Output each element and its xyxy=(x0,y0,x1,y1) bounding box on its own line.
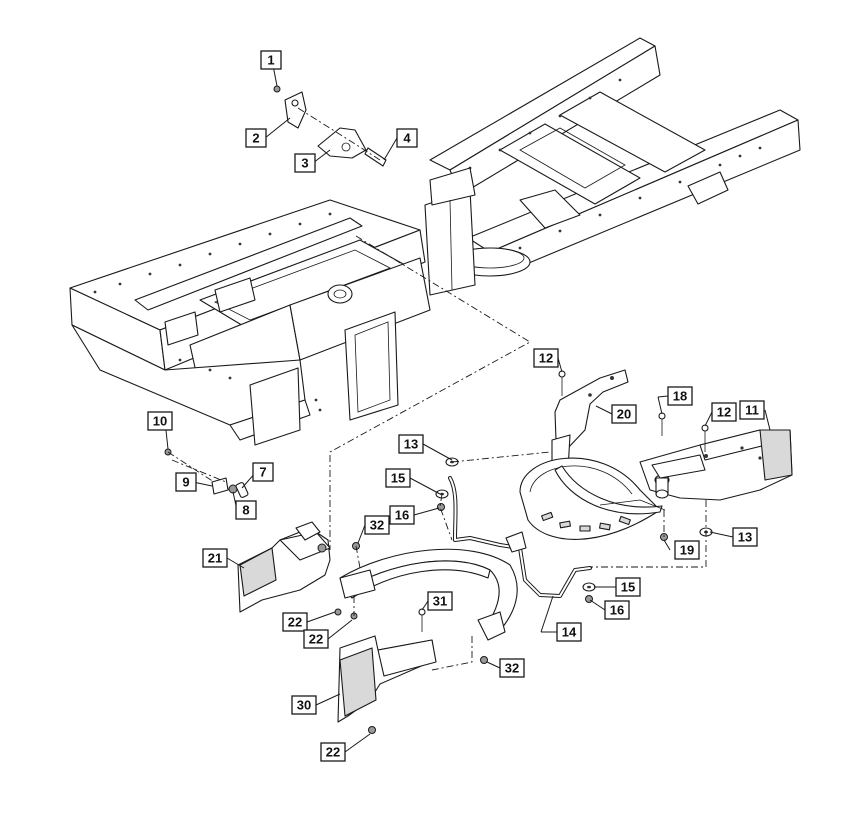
svg-text:13: 13 xyxy=(738,530,752,545)
callout-7: 7 xyxy=(252,462,274,482)
svg-text:15: 15 xyxy=(621,580,635,595)
callouts: 1 2 3 4 7 8 9 10 11 12 12 13 13 14 15 15 xyxy=(147,50,771,762)
callout-30: 30 xyxy=(291,695,317,715)
svg-text:11: 11 xyxy=(745,403,759,418)
svg-text:10: 10 xyxy=(153,414,167,429)
svg-text:9: 9 xyxy=(182,475,189,490)
callout-9: 9 xyxy=(175,472,197,492)
callout-3: 3 xyxy=(294,153,316,173)
callout-10: 10 xyxy=(147,411,173,431)
svg-text:2: 2 xyxy=(252,131,259,146)
svg-text:22: 22 xyxy=(326,745,340,760)
svg-text:16: 16 xyxy=(395,508,409,523)
curved-guard xyxy=(339,548,518,641)
callout-8: 8 xyxy=(235,500,257,520)
callout-22-c: 22 xyxy=(320,742,346,762)
callout-19: 19 xyxy=(674,540,700,560)
svg-text:16: 16 xyxy=(610,603,624,618)
svg-text:20: 20 xyxy=(617,407,631,422)
svg-text:8: 8 xyxy=(242,503,249,518)
callout-21: 21 xyxy=(202,548,228,568)
callout-12-right: 12 xyxy=(711,402,737,422)
front-guard-21 xyxy=(237,521,331,613)
callout-16-right: 16 xyxy=(604,600,630,620)
svg-text:18: 18 xyxy=(673,389,687,404)
svg-text:13: 13 xyxy=(404,437,418,452)
callout-12-left: 12 xyxy=(533,348,559,368)
svg-text:3: 3 xyxy=(301,156,308,171)
svg-text:7: 7 xyxy=(259,465,266,480)
svg-text:31: 31 xyxy=(433,594,447,609)
hinge-bracket-3 xyxy=(317,127,387,167)
callout-22-b: 22 xyxy=(303,629,329,649)
fasteners xyxy=(334,370,713,734)
svg-text:30: 30 xyxy=(297,698,311,713)
svg-text:15: 15 xyxy=(391,471,405,486)
svg-text:22: 22 xyxy=(309,632,323,647)
svg-text:32: 32 xyxy=(370,518,384,533)
svg-text:22: 22 xyxy=(288,615,302,630)
callout-2: 2 xyxy=(245,128,267,148)
callout-14: 14 xyxy=(556,622,582,642)
assembly-lines xyxy=(167,107,707,671)
svg-text:32: 32 xyxy=(505,661,519,676)
callout-32-b: 32 xyxy=(499,658,525,678)
callout-4: 4 xyxy=(396,128,418,148)
discharge-chute-11 xyxy=(599,429,793,511)
skid-plate-30 xyxy=(337,635,437,723)
callout-22-a: 22 xyxy=(282,612,308,632)
callout-15-right: 15 xyxy=(615,577,641,597)
chassis-frame xyxy=(69,37,801,446)
svg-text:21: 21 xyxy=(208,551,222,566)
callout-20: 20 xyxy=(611,404,637,424)
svg-text:12: 12 xyxy=(539,351,553,366)
svg-text:14: 14 xyxy=(562,625,577,640)
callout-1: 1 xyxy=(260,50,282,70)
callout-15-left: 15 xyxy=(385,468,411,488)
callout-18: 18 xyxy=(667,386,693,406)
callout-16-left: 16 xyxy=(389,505,415,525)
hinge-bracket-2 xyxy=(273,85,307,129)
svg-text:1: 1 xyxy=(267,53,274,68)
callout-13-right: 13 xyxy=(732,527,758,547)
callout-11: 11 xyxy=(739,400,765,420)
callout-13-left: 13 xyxy=(398,434,424,454)
deflector-disc xyxy=(519,457,663,540)
svg-text:4: 4 xyxy=(403,131,411,146)
callout-32-a: 32 xyxy=(364,515,390,535)
svg-text:19: 19 xyxy=(680,543,694,558)
callout-31: 31 xyxy=(427,591,453,611)
svg-text:12: 12 xyxy=(717,405,731,420)
cable-14 xyxy=(448,476,592,598)
